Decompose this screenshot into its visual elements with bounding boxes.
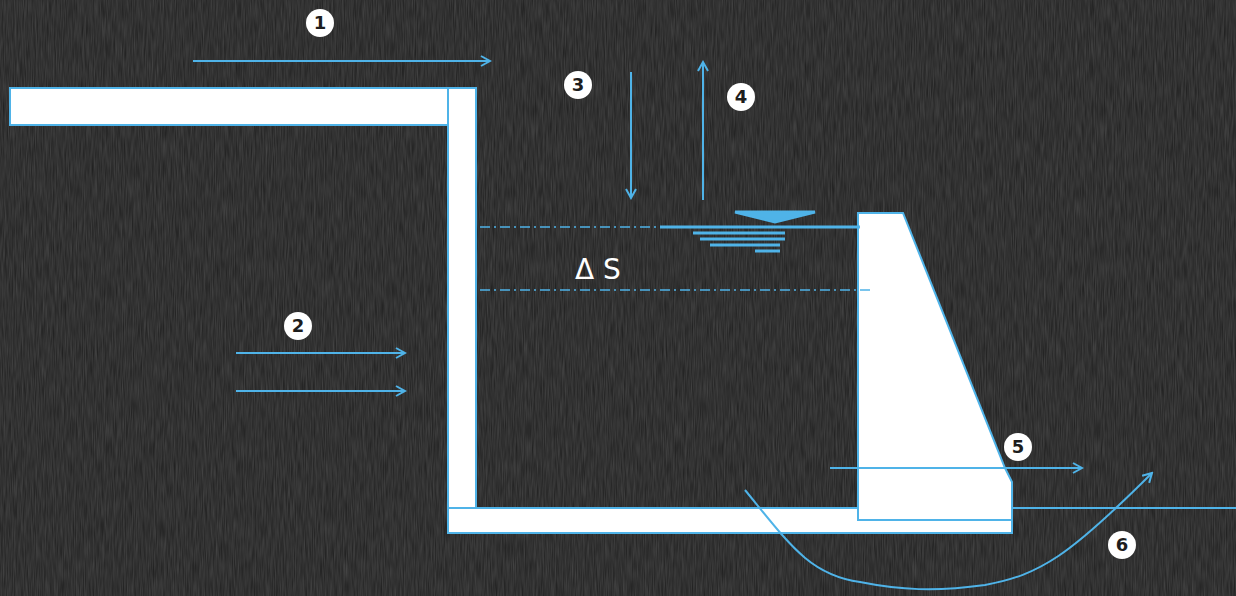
reservoir-wall bbox=[448, 88, 476, 508]
water-symbol bbox=[693, 212, 815, 251]
callout-number: 1 bbox=[306, 9, 334, 37]
ground-slab bbox=[10, 88, 448, 125]
callout-number: 5 bbox=[1004, 433, 1032, 461]
callout-number: 2 bbox=[284, 312, 312, 340]
dam bbox=[858, 213, 1012, 520]
callout-number: 3 bbox=[564, 71, 592, 99]
groundwater-arrow bbox=[236, 390, 405, 392]
outflow-arrow bbox=[830, 467, 1082, 469]
water-surface bbox=[660, 226, 860, 229]
downstream-ground bbox=[1012, 507, 1236, 509]
callout-number: 4 bbox=[727, 83, 755, 111]
water-level-lower bbox=[480, 289, 872, 291]
groundwater-arrow bbox=[236, 352, 405, 354]
storage-change-label: Δ S bbox=[575, 253, 621, 287]
callout-number: 6 bbox=[1108, 531, 1136, 559]
seepage-arrow bbox=[745, 473, 1152, 589]
evaporation-arrow bbox=[702, 62, 704, 200]
dam-base-line bbox=[858, 519, 1005, 521]
inflow-arrow bbox=[193, 60, 490, 62]
precipitation-arrow bbox=[630, 72, 632, 198]
